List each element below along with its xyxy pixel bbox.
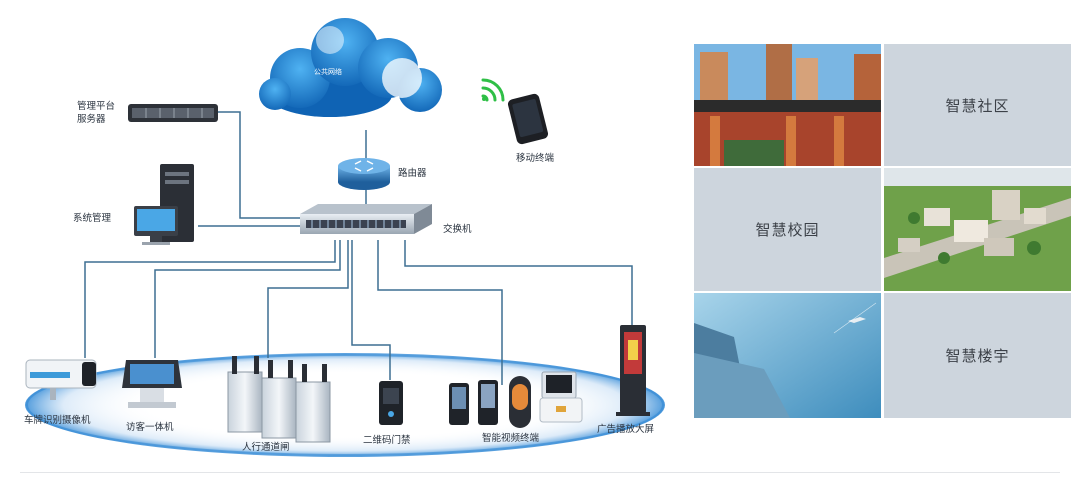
campus-aerial-photo [884,168,1071,291]
qr-access-label: 二维码门禁 [363,434,411,446]
tile-smart-campus: 智慧校园 [694,168,881,291]
switch-label: 交换机 [443,223,472,235]
visitor-kiosk-label: 访客一体机 [126,421,174,433]
face-terminal-icon [449,371,583,428]
server-icon [128,104,218,122]
smart-campus-label: 智慧校园 [755,221,820,239]
cloud-label: 公共网络 [314,67,342,76]
router-icon [338,158,390,190]
qr-access-icon [379,381,403,425]
tile-smart-building: 智慧楼宇 [884,293,1071,418]
mobile-terminal-label: 移动终端 [516,152,555,164]
building-photo [694,293,881,418]
mobile-terminal-icon [507,93,549,145]
lpr-camera-icon [25,359,97,400]
pedestrian-gate-icon [227,356,331,443]
smart-community-label: 智慧社区 [945,96,1010,115]
device-platform [25,353,665,457]
router-label: 路由器 [398,167,427,179]
ad-screen-label: 广告播放大屏 [597,423,654,435]
system-management-label: 系统管理 [73,212,112,224]
pedestrian-gate-label: 人行通道闸 [242,441,290,453]
connection-lines [84,92,633,385]
visitor-kiosk-icon [122,360,182,408]
lpr-camera-label: 车牌识别摄像机 [24,414,91,426]
scenario-grid: 智慧社区 智慧校园 [694,44,1075,418]
smart-building-label: 智慧楼宇 [945,347,1010,365]
workstation-icon [134,164,194,245]
face-terminal-label: 智能视频终端 [482,432,540,444]
server-label-line2: 服务器 [77,113,106,125]
server-label-line1: 管理平台 [77,100,115,112]
tile-smart-community: 智慧社区 [884,44,1071,166]
cloud-icon [259,18,442,117]
network-diagram: 公共网络 移动终端 路由器 [24,18,665,457]
ad-screen-icon [616,325,650,416]
community-photo [694,44,881,166]
divider [20,472,1060,473]
wifi-icon [481,78,505,102]
switch-icon [300,204,432,234]
